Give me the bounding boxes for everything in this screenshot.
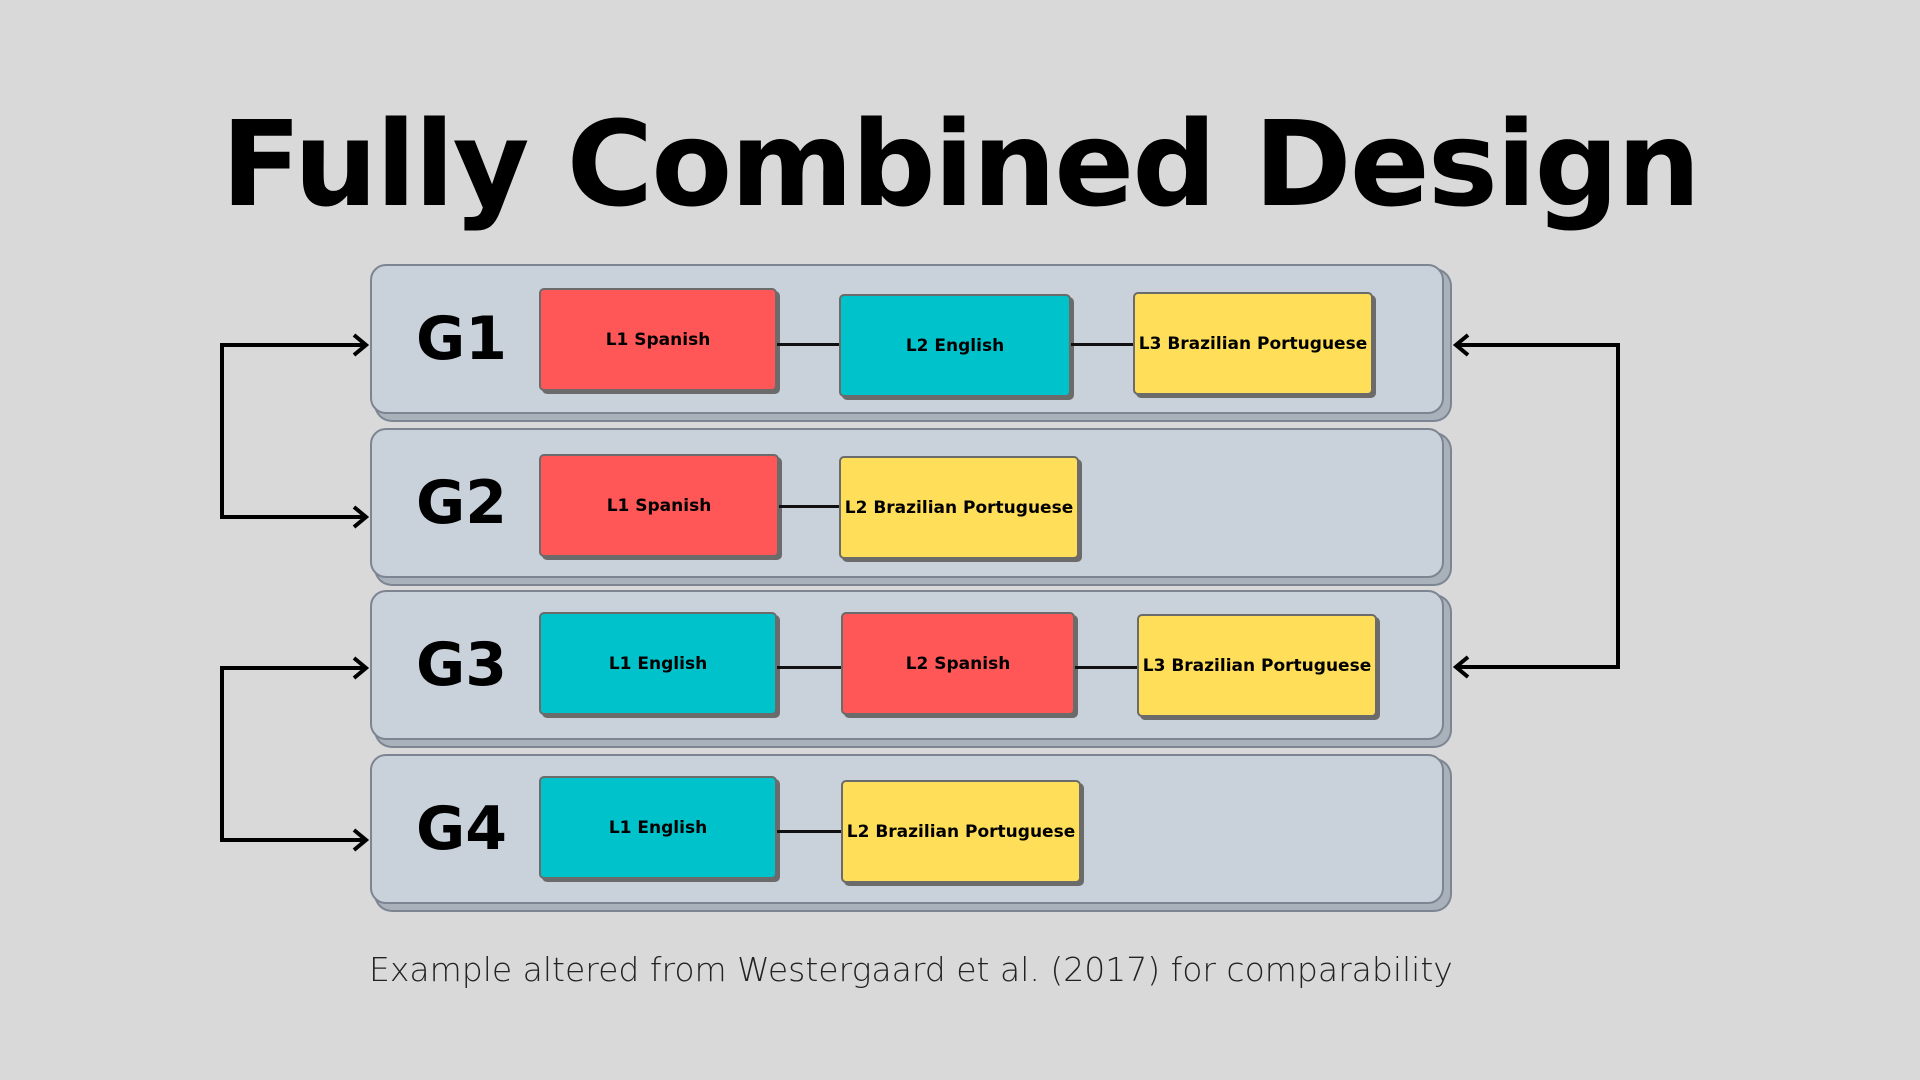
group-g2-panel: G2 L1 Spanish L2 Brazilian Portuguese	[370, 428, 1444, 578]
group-g3-panel: G3 L1 English L2 Spanish L3 Brazilian Po…	[370, 590, 1444, 740]
arrowhead-icon	[1452, 333, 1470, 357]
group-label-g2: G2	[416, 468, 507, 538]
language-box-g3-l3: L3 Brazilian Portuguese	[1137, 614, 1377, 717]
language-box-g2-l1: L1 Spanish	[539, 454, 779, 557]
arrowhead-icon	[352, 828, 370, 852]
language-box-g1-l3: L3 Brazilian Portuguese	[1133, 292, 1373, 395]
arrowhead-icon	[352, 505, 370, 529]
language-box-g2-l2: L2 Brazilian Portuguese	[839, 456, 1079, 559]
arrow-g3-g4	[220, 666, 364, 842]
connector-line	[777, 343, 839, 346]
group-label-g3: G3	[416, 630, 507, 700]
language-box-g1-l2: L2 English	[839, 294, 1071, 397]
arrow-g1-g3	[1458, 343, 1620, 669]
language-box-g4-l1: L1 English	[539, 776, 777, 879]
source-caption: Example altered from Westergaard et al. …	[369, 950, 1453, 989]
group-label-g4: G4	[416, 794, 507, 864]
group-g4-panel: G4 L1 English L2 Brazilian Portuguese	[370, 754, 1444, 904]
connector-line	[777, 830, 841, 833]
connector-line	[1075, 666, 1137, 669]
group-label-g1: G1	[416, 304, 507, 374]
language-box-g4-l2: L2 Brazilian Portuguese	[841, 780, 1081, 883]
arrowhead-icon	[352, 333, 370, 357]
language-box-g1-l1: L1 Spanish	[539, 288, 777, 391]
connector-line	[1071, 343, 1133, 346]
arrowhead-icon	[352, 656, 370, 680]
language-box-g3-l1: L1 English	[539, 612, 777, 715]
arrowhead-icon	[1452, 655, 1470, 679]
group-g1-panel: G1 L1 Spanish L2 English L3 Brazilian Po…	[370, 264, 1444, 414]
connector-line	[777, 666, 841, 669]
diagram-title: Fully Combined Design	[221, 95, 1701, 233]
arrow-g1-g2	[220, 343, 364, 519]
language-box-g3-l2: L2 Spanish	[841, 612, 1075, 715]
connector-line	[779, 505, 839, 508]
